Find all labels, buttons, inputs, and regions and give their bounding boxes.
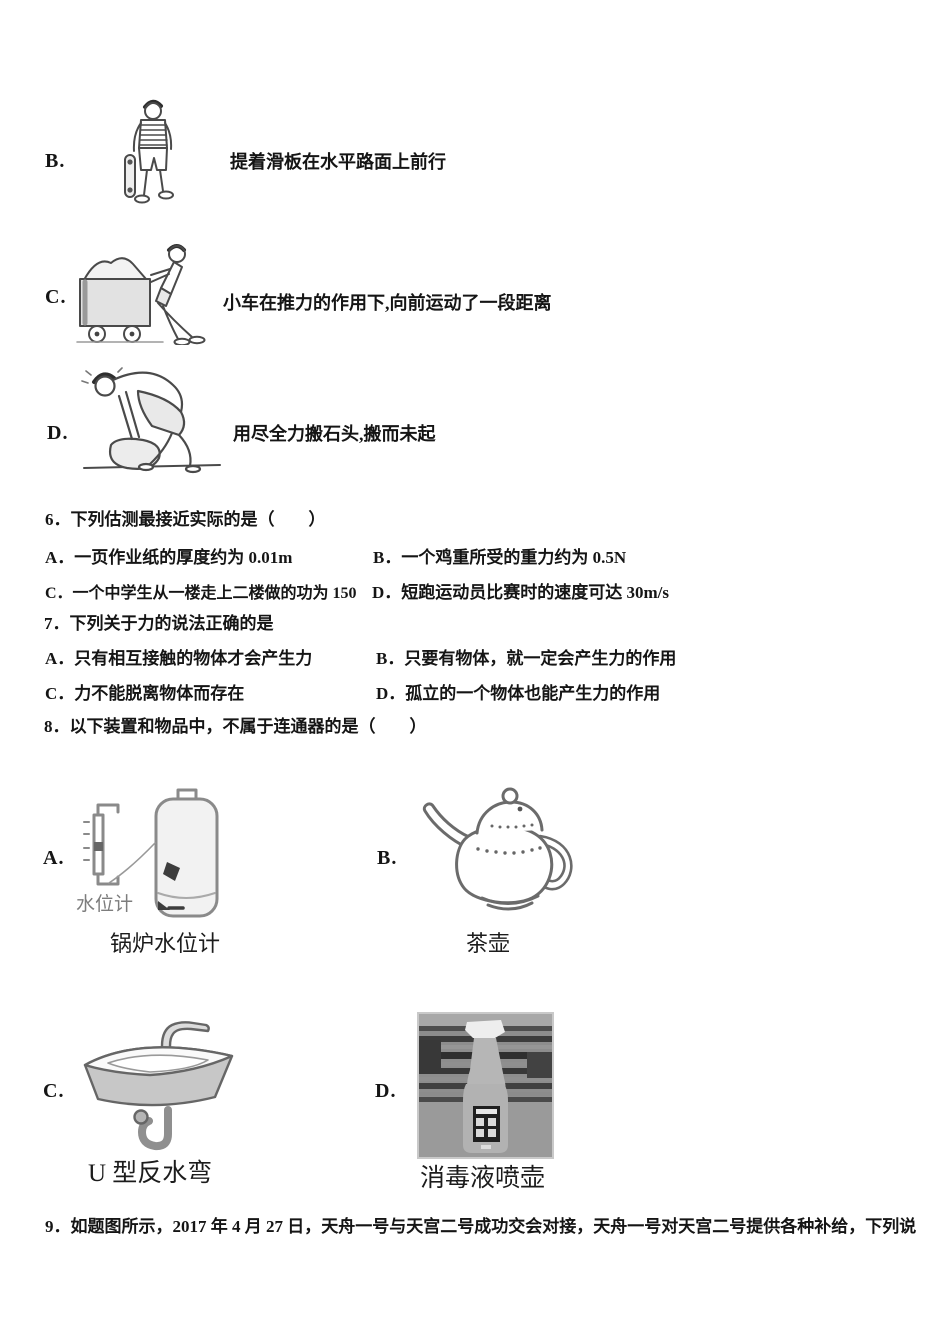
boy-pushing-cart-image <box>76 244 206 345</box>
question8-letter-c: C. <box>43 1080 65 1102</box>
option-letter-c: C. <box>45 286 67 308</box>
question8-letter-b: B. <box>377 847 398 869</box>
person-lifting-stone-image <box>81 367 221 474</box>
question7-option-b: B．只要有物体，就一定会产生力的作用 <box>376 649 677 668</box>
option-letter-d: D. <box>47 422 69 444</box>
boy-carrying-skateboard-image <box>124 99 174 204</box>
sink-u-trap-image <box>83 1021 234 1151</box>
question9-stem: 9．如题图所示，2017 年 4 月 27 日，天舟一号与天宫二号成功交会对接，… <box>45 1217 917 1236</box>
question8-caption-c: U 型反水弯 <box>88 1160 213 1187</box>
question6-stem: 6．下列估测最接近实际的是（ ） <box>45 510 326 529</box>
boiler-water-level-gauge-image: 水位计 <box>76 788 219 918</box>
question8-letter-d: D. <box>375 1080 397 1102</box>
teapot-image <box>422 787 573 911</box>
question6-option-c: C．一个中学生从一楼走上二楼做的功为 150 <box>45 585 357 602</box>
question6-option-d: D．短跑运动员比赛时的速度可达 30m/s <box>372 583 670 602</box>
disinfectant-spray-bottle-image <box>417 1012 554 1159</box>
question8-letter-a: A. <box>43 847 65 869</box>
option-c-caption: 小车在推力的作用下,向前运动了一段距离 <box>223 293 552 313</box>
water-gauge-inner-label: 水位计 <box>76 893 133 915</box>
question7-option-d: D．孤立的一个物体也能产生力的作用 <box>376 684 661 703</box>
option-b-caption: 提着滑板在水平路面上前行 <box>230 152 446 172</box>
question7-stem: 7．下列关于力的说法正确的是 <box>44 614 274 633</box>
option-letter-b: B. <box>45 150 66 172</box>
question8-caption-a: 锅炉水位计 <box>110 931 221 956</box>
question7-option-a: A．只有相互接触的物体才会产生力 <box>45 649 313 668</box>
question6-option-a: A．一页作业纸的厚度约为 0.01m <box>45 548 293 567</box>
question6-option-b: B．一个鸡重所受的重力约为 0.5N <box>373 548 627 567</box>
question8-stem: 8．以下装置和物品中，不属于连通器的是（ ） <box>44 717 427 736</box>
question8-caption-d: 消毒液喷壶 <box>420 1165 546 1192</box>
option-d-caption: 用尽全力搬石头,搬而未起 <box>233 424 436 444</box>
question7-option-c: C．力不能脱离物体而存在 <box>45 684 245 703</box>
question8-caption-b: 茶壶 <box>466 931 511 956</box>
